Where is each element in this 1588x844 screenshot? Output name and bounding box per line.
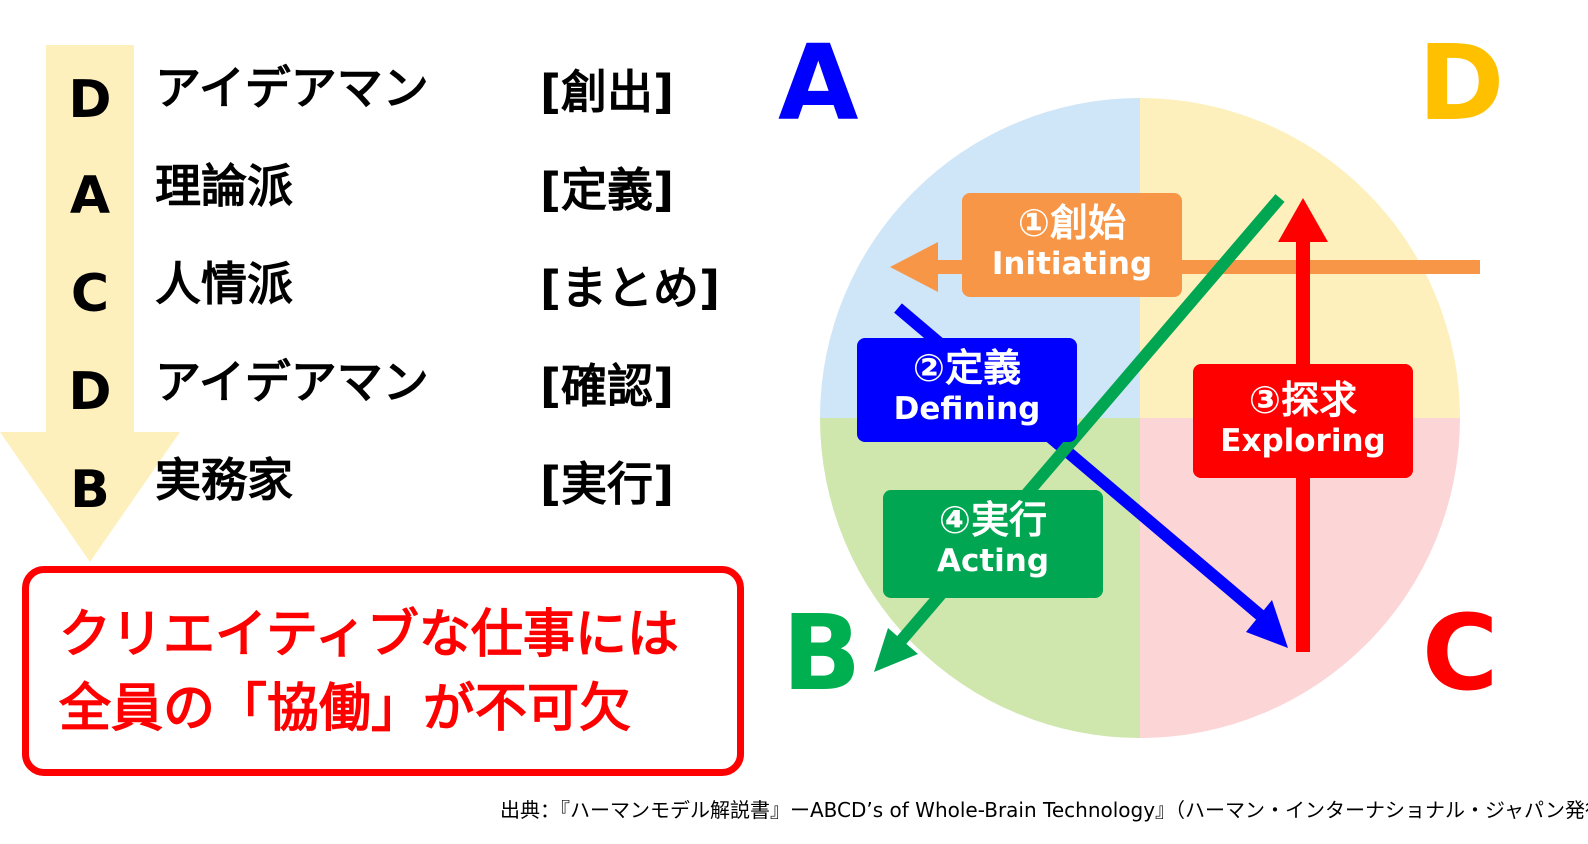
quadrant-letter-d: D	[1418, 22, 1505, 144]
quadrant-letter-b: B	[782, 592, 862, 714]
sequence-letter-3: C	[70, 264, 110, 324]
sequence-down-arrow	[0, 45, 180, 562]
defining-arrow-head	[1246, 600, 1288, 648]
callout-box: クリエイティブな仕事には 全員の「協働」が不可欠	[22, 566, 744, 776]
step-acting-box: ④実行 Acting	[883, 490, 1103, 598]
sequence-letter-1: D	[68, 70, 112, 130]
role-tag-5: [実行]	[540, 457, 675, 511]
step-defining-box: ②定義 Defining	[857, 338, 1077, 442]
sequence-letter-4: D	[68, 362, 112, 422]
callout-line-2: 全員の「協働」が不可欠	[59, 679, 632, 739]
step-acting-en: Acting	[936, 543, 1050, 579]
quadrant-letter-c: C	[1422, 592, 1499, 714]
step-defining-en: Defining	[893, 391, 1041, 427]
step-defining-jp: ②定義	[912, 346, 1022, 390]
role-4: アイデアマン	[155, 355, 429, 409]
step-exploring-jp: ③探求	[1248, 378, 1358, 422]
role-tag-3: [まとめ]	[540, 261, 721, 315]
acting-arrow-head	[874, 628, 918, 672]
role-tag-1: [創出]	[540, 65, 675, 119]
step-initiating-box: ①創始 Initiating	[962, 193, 1182, 297]
role-5: 実務家	[155, 453, 293, 507]
step-initiating-en: Initiating	[991, 246, 1153, 282]
quadrant-letter-a: A	[778, 22, 859, 144]
step-exploring-box: ③探求 Exploring	[1193, 364, 1413, 478]
role-3: 人情派	[155, 257, 293, 311]
role-tag-4: [確認]	[540, 359, 675, 413]
initiating-arrow-head	[890, 242, 938, 292]
callout-line-1: クリエイティブな仕事には	[59, 605, 679, 665]
step-initiating-jp: ①創始	[1017, 201, 1127, 245]
role-2: 理論派	[155, 159, 293, 213]
source-note: 出典：『ハーマンモデル解説書』ーABCD’s of Whole-Brain Te…	[500, 798, 1588, 822]
step-exploring-en: Exploring	[1220, 423, 1386, 459]
sequence-letter-2: A	[69, 166, 111, 226]
sequence-letter-5: B	[70, 460, 110, 520]
step-acting-jp: ④実行	[938, 498, 1048, 542]
exploring-arrow-head	[1278, 198, 1328, 242]
role-tag-2: [定義]	[540, 163, 675, 217]
role-1: アイデアマン	[155, 61, 429, 115]
